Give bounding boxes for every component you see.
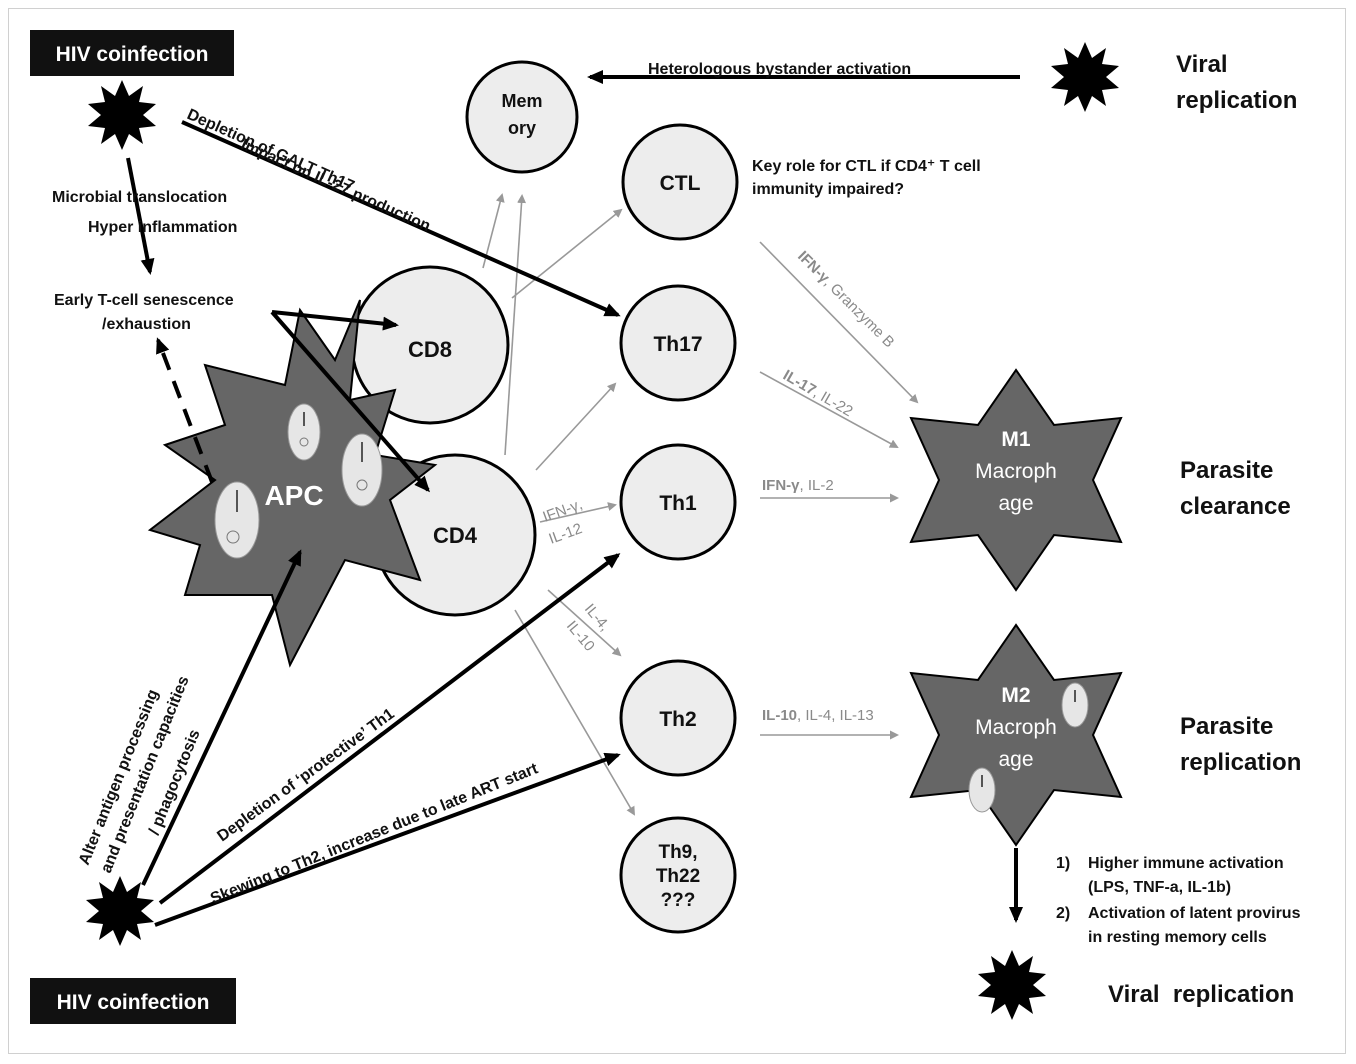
th9-label: Th9,: [658, 842, 697, 863]
depletion-th1-label: Depletion of ‘protective’ Th1: [214, 705, 397, 845]
th9-th22-cell: [619, 816, 737, 934]
apc-label: APC: [264, 480, 323, 511]
virus-icon: [1051, 42, 1119, 112]
memory-label-2: ory: [508, 118, 536, 138]
th17-label: Th17: [653, 333, 702, 356]
key-role-2: immunity impaired?: [752, 181, 904, 198]
th1-label: Th1: [659, 492, 697, 515]
parasite-replication-1: Parasite: [1180, 713, 1273, 740]
heterologous-label: Heterologous bystander activation: [648, 61, 911, 78]
hiv-box-top: [30, 30, 234, 76]
m1-line2: Macroph: [975, 460, 1057, 483]
th2-label: Th2: [659, 708, 696, 731]
hyper-label: Hyper inflammation: [88, 219, 237, 236]
ifn-il2-label: IFN-γ, IL-2: [762, 477, 834, 494]
virus-icon: [86, 876, 154, 946]
senescence-1: Early T-cell senescence: [54, 292, 234, 309]
list-num-2: 2): [1056, 905, 1070, 922]
viral-replication-top-1: Viral: [1176, 51, 1228, 78]
viral-replication-bottom: Viral replication: [1108, 981, 1294, 1008]
il27-label: Impact on IL-27 production: [238, 136, 433, 235]
hiv-label-bottom: HIV coinfection: [57, 991, 210, 1014]
list-1-line1: Higher immune activation: [1088, 855, 1284, 872]
senescence-2: /exhaustion: [102, 316, 191, 333]
th1-cell: [619, 443, 737, 561]
ifn-il2-bold: IFN-γ: [762, 477, 800, 494]
virus-icon: [978, 950, 1046, 1020]
memory-cell: [465, 60, 579, 174]
parasite-icon: [287, 403, 321, 461]
key-role-1: Key role for CTL if CD4⁺ T cell: [752, 158, 981, 175]
apc-cell: [147, 299, 438, 668]
parasite-icon: [968, 767, 996, 813]
cd8-label: CD8: [408, 337, 452, 362]
list-num-1: 1): [1056, 855, 1070, 872]
parasite-clearance-2: clearance: [1180, 493, 1291, 520]
ifn-il12-2: IL-12: [547, 520, 585, 548]
parasite-icon: [1061, 682, 1089, 728]
cd4-label: CD4: [433, 523, 478, 548]
hiv-box-bottom: [30, 978, 236, 1024]
ifn-granzyme-label: IFN-γ, Granzyme B: [794, 248, 897, 351]
ifn-il2-rest: , IL-2: [800, 477, 834, 494]
parasite-icon: [341, 433, 383, 507]
il10-label: IL-10, IL-4, IL-13: [762, 707, 874, 724]
ctl-cell: [621, 123, 739, 241]
viral-replication-top-2: replication: [1176, 87, 1297, 114]
il17-rest: , IL-22: [810, 384, 855, 420]
th22-label: Th22: [656, 866, 700, 887]
skewing-label: Skewing to Th2, increase due to late ART…: [208, 760, 541, 908]
il10-bold: IL-10: [762, 707, 797, 724]
m1-macrophage: [909, 368, 1123, 592]
list-2-line2: in resting memory cells: [1088, 929, 1267, 946]
il17-label: IL-17, IL-22: [780, 367, 856, 420]
m2-line3: age: [998, 748, 1033, 771]
m2-title: M2: [1001, 684, 1030, 707]
m1-title: M1: [1001, 428, 1030, 451]
hiv-label-top: HIV coinfection: [56, 43, 209, 66]
th2-cell: [619, 659, 737, 777]
ctl-label: CTL: [660, 172, 701, 195]
figure-frame: [8, 8, 1346, 1054]
parasite-clearance-1: Parasite: [1180, 457, 1273, 484]
parasite-replication-2: replication: [1180, 749, 1301, 776]
il10-rest: , IL-4, IL-13: [797, 707, 874, 724]
list-2-line1: Activation of latent provirus: [1088, 905, 1301, 922]
black-arrows: [126, 70, 1023, 927]
memory-label-1: Mem: [501, 91, 542, 111]
microbial-label: Microbial translocation: [52, 189, 227, 206]
virus-icon: [88, 80, 156, 150]
m2-macrophage: [909, 623, 1123, 847]
m2-line2: Macroph: [975, 716, 1057, 739]
th17-cell: [619, 284, 737, 402]
ifn-granzyme-rest: , Granzyme B: [821, 274, 898, 351]
parasite-icon: [214, 481, 260, 559]
list-1-line2: (LPS, TNF-a, IL-1b): [1088, 879, 1231, 896]
qqq-label: ???: [661, 890, 696, 911]
m1-line3: age: [998, 492, 1033, 515]
